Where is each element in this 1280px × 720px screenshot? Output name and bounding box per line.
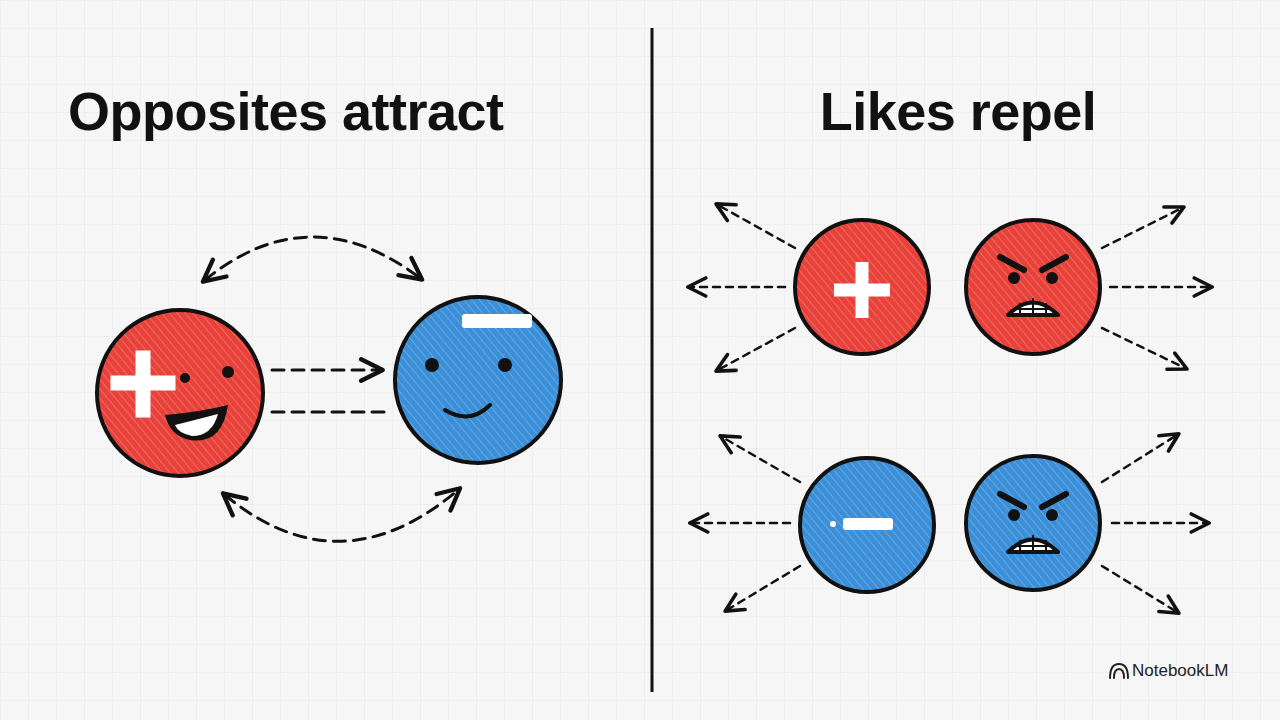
watermark: NotebookLM (1132, 662, 1228, 679)
heading: Likes repel (820, 82, 1097, 141)
heading: Opposites attract (68, 82, 504, 141)
divider-line (651, 28, 654, 692)
positive-charge-happy (97, 310, 263, 476)
negative-charge-angry (966, 456, 1100, 590)
negative-charge (800, 458, 934, 592)
watermark-icon (1110, 664, 1128, 678)
positive-charge-angry (966, 220, 1100, 354)
positive-charge (795, 220, 929, 354)
repulsion-arrows (690, 205, 1210, 612)
negative-charge-happy (395, 297, 561, 463)
